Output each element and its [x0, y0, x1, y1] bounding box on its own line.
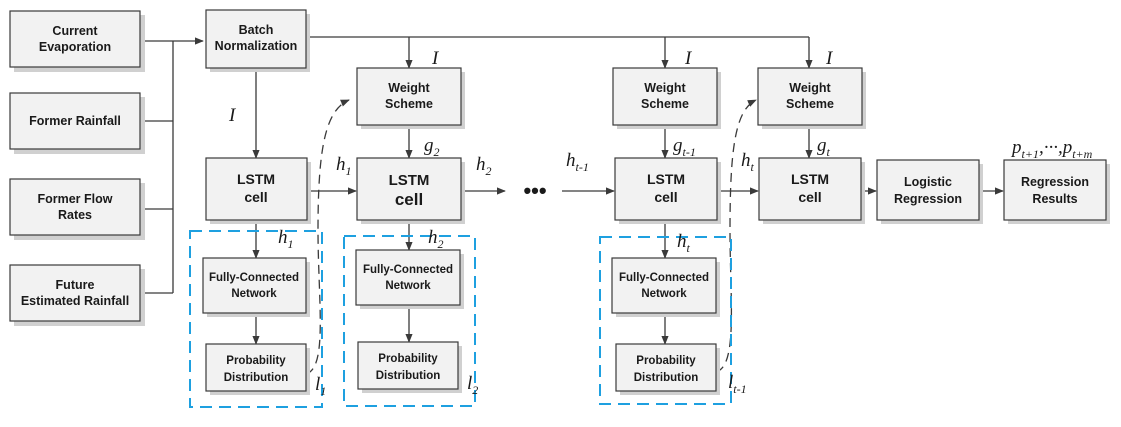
label-ht-down: ht	[677, 231, 691, 255]
label-ht-1-chain: ht-1	[566, 150, 589, 174]
prob-t-1-line-2: Distribution	[634, 372, 699, 384]
fully-connected-network-2: Fully-Connected Network	[355, 249, 464, 309]
lstm-cell-t-1: LSTM cell	[614, 157, 721, 224]
fully-connected-network-1: Fully-Connected Network	[202, 257, 310, 317]
prob-1-line-2: Distribution	[224, 372, 289, 384]
future-estimated-rainfall-line-2: Estimated Rainfall	[21, 294, 129, 308]
lstm-cell-2-line-1: LSTM	[389, 172, 430, 189]
label-l2: l2	[467, 373, 478, 397]
lstm-cell-t-1-line-2: cell	[654, 189, 677, 205]
weight-scheme-t-line-2: Scheme	[786, 97, 834, 111]
label-I-t-1: I	[684, 48, 693, 69]
label-h1-chain: h1	[336, 154, 352, 178]
former-rainfall-label: Former Rainfall	[29, 114, 121, 128]
weight-scheme-2-line-1: Weight	[388, 81, 430, 95]
batch-normalization-box: Batch Normalization	[205, 9, 310, 72]
prob-1-line-1: Probability	[226, 355, 286, 367]
weight-scheme-box-2: Weight Scheme	[356, 67, 465, 129]
label-I-2: I	[431, 48, 440, 69]
label-h2-chain: h2	[476, 154, 492, 178]
weight-scheme-box-t: Weight Scheme	[757, 67, 866, 129]
lstm-cell-1-line-1: LSTM	[237, 171, 275, 187]
output-group-t-1	[599, 236, 732, 405]
lstm-cell-1: LSTM cell	[205, 157, 311, 224]
label-lt-1: lt-1	[728, 372, 747, 396]
former-rainfall-box: Former Rainfall	[9, 92, 145, 154]
batch-normalization-line-2: Normalization	[215, 39, 298, 53]
probability-distribution-t-1: Probability Distribution	[615, 343, 720, 395]
weight-scheme-t-line-1: Weight	[789, 81, 831, 95]
former-flow-rates-line-2: Rates	[58, 208, 92, 222]
weight-scheme-2-line-2: Scheme	[385, 97, 433, 111]
future-estimated-rainfall-box: Future Estimated Rainfall	[9, 264, 145, 326]
current-evaporation-line-1: Current	[52, 24, 98, 38]
label-gt: gt	[817, 135, 831, 159]
current-evaporation-line-2: Evaporation	[39, 40, 111, 54]
probability-distribution-2: Probability Distribution	[357, 341, 462, 393]
fully-connected-network-t-1: Fully-Connected Network	[611, 257, 720, 317]
output-group-2	[343, 235, 476, 407]
sequence-ellipsis: •••	[523, 178, 546, 203]
label-h2-down: h2	[428, 227, 444, 251]
lstm-cell-1-line-2: cell	[244, 189, 267, 205]
connectors	[140, 36, 1004, 375]
lstm-cell-t-1-line-1: LSTM	[647, 171, 685, 187]
regression-results-line-2: Results	[1032, 192, 1077, 206]
label-g2: g2	[424, 135, 440, 159]
label-ht-chain: ht	[741, 150, 755, 174]
batch-normalization-line-1: Batch	[239, 23, 274, 37]
lstm-cell-t-line-1: LSTM	[791, 171, 829, 187]
former-flow-rates-line-1: Former Flow	[37, 192, 112, 206]
fcn-t-1-line-1: Fully-Connected	[619, 272, 709, 284]
current-evaporation-box: Current Evaporation	[9, 10, 145, 72]
regression-results-box: Regression Results	[1003, 159, 1110, 224]
logistic-regression-line-1: Logistic	[904, 175, 952, 189]
regression-results-line-1: Regression	[1021, 175, 1089, 189]
lstm-cell-t-line-2: cell	[798, 189, 821, 205]
former-flow-rates-box: Former Flow Rates	[9, 178, 145, 240]
lstm-cell-t: LSTM cell	[758, 157, 865, 224]
logistic-regression-box: Logistic Regression	[876, 159, 983, 224]
label-prediction-range: pt+1,···,pt+m	[1010, 137, 1093, 161]
fcn-1-line-2: Network	[231, 288, 277, 300]
output-group-1	[189, 230, 323, 408]
fcn-2-line-1: Fully-Connected	[363, 264, 453, 276]
probability-distribution-1: Probability Distribution	[205, 343, 310, 395]
weight-scheme-box-t-1: Weight Scheme	[612, 67, 721, 129]
fcn-2-line-2: Network	[385, 280, 431, 292]
label-h1-down: h1	[278, 227, 294, 251]
fcn-1-line-1: Fully-Connected	[209, 272, 299, 284]
label-l1: l1	[315, 374, 326, 398]
prob-2-line-1: Probability	[378, 353, 438, 365]
prob-t-1-line-1: Probability	[636, 355, 696, 367]
lstm-cell-2-line-2: cell	[395, 190, 423, 209]
label-I-first: I	[228, 105, 237, 126]
prob-2-line-2: Distribution	[376, 370, 441, 382]
math-labels: I I I I h1 h2 ht-1 ht h1 h2 ht g2 gt-1 g…	[228, 48, 1093, 398]
fcn-t-1-line-2: Network	[641, 288, 687, 300]
weight-scheme-t-1-line-1: Weight	[644, 81, 686, 95]
weight-scheme-t-1-line-2: Scheme	[641, 97, 689, 111]
label-I-t: I	[825, 48, 834, 69]
label-gt-1: gt-1	[673, 135, 696, 159]
future-estimated-rainfall-line-1: Future	[56, 278, 95, 292]
lstm-cell-2: LSTM cell	[356, 157, 465, 224]
logistic-regression-line-2: Regression	[894, 192, 962, 206]
